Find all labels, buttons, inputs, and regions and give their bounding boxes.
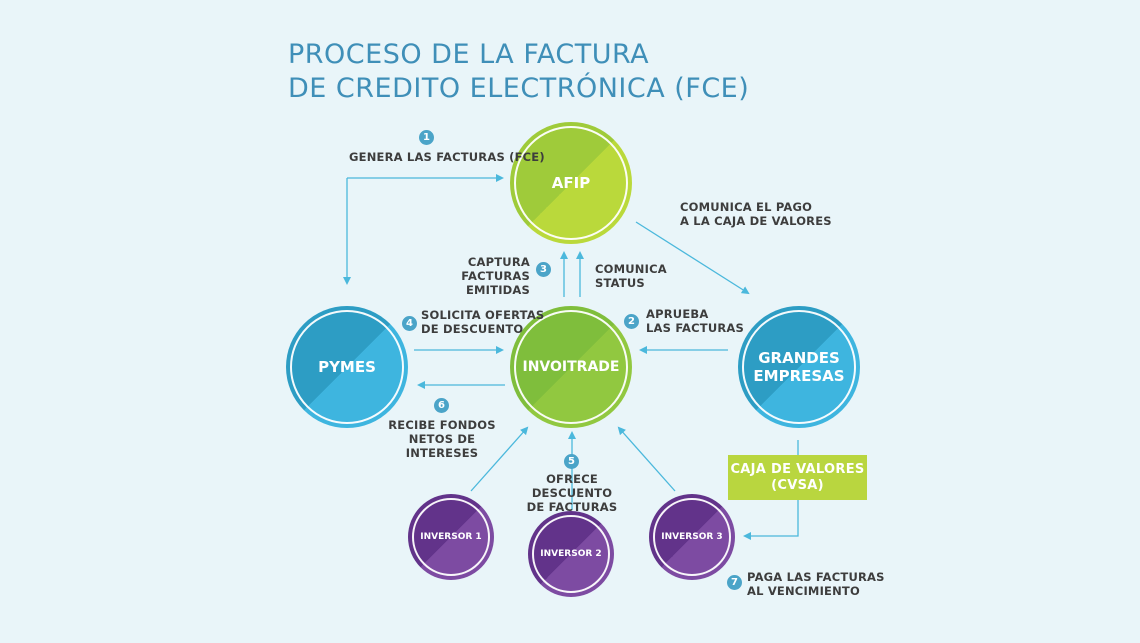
node-afip: AFIP <box>510 122 632 244</box>
caja-line-1: CAJA DE VALORES <box>730 461 865 477</box>
node-pymes-label: PYMES <box>318 358 376 376</box>
node-grandes-label: GRANDES EMPRESAS <box>753 349 844 385</box>
step-2-line-1: APRUEBA <box>646 307 709 321</box>
node-invoitrade: INVOITRADE <box>510 306 632 428</box>
step-5-line-1: OFRECE DESCUENTO <box>531 472 613 500</box>
step-3-line-2: FACTURAS EMITIDAS <box>461 269 530 297</box>
step-badge-7: 7 <box>727 575 742 590</box>
step-6-line-1: RECIBE FONDOS <box>388 418 496 432</box>
node-inversor-3: INVERSOR 3 <box>649 494 735 580</box>
step-5-line-2: DE FACTURAS <box>526 500 618 514</box>
arrow-caja-to-inversor3 <box>743 500 799 540</box>
step-badge-4: 4 <box>402 316 417 331</box>
step-7-label: PAGA LAS FACTURAS AL VENCIMIENTO <box>747 570 885 598</box>
step-badge-2: 2 <box>624 314 639 329</box>
node-afip-label: AFIP <box>551 174 591 192</box>
comunica-status-label: COMUNICA STATUS <box>595 262 667 290</box>
step-4-label: SOLICITA OFERTAS DE DESCUENTO <box>421 308 544 336</box>
step-3-line-1: CAPTURA <box>467 255 530 269</box>
comunica-pago-label: COMUNICA EL PAGO A LA CAJA DE VALORES <box>680 200 832 228</box>
arrow-inversor3 <box>617 426 676 492</box>
step-6-label: RECIBE FONDOS NETOS DE INTERESES <box>386 418 498 460</box>
step-1-line-1: GENERA LAS FACTURAS (FCE) <box>349 150 545 164</box>
step-1-label: GENERA LAS FACTURAS (FCE) <box>349 150 545 164</box>
step-4-line-1: SOLICITA OFERTAS <box>421 308 545 322</box>
arrow-comunica-pago <box>635 221 750 295</box>
step-badge-1: 1 <box>419 130 434 145</box>
title-line-2: DE CREDITO ELECTRÓNICA (FCE) <box>288 73 750 104</box>
step-2-label: APRUEBA LAS FACTURAS <box>646 307 744 335</box>
node-grandes-line-2: EMPRESAS <box>753 367 845 385</box>
step-badge-3: 3 <box>536 262 551 277</box>
step-7-line-1: PAGA LAS FACTURAS <box>747 570 885 584</box>
step-badge-5: 5 <box>564 454 579 469</box>
node-grandes-empresas: GRANDES EMPRESAS <box>738 306 860 428</box>
step-4-line-2: DE DESCUENTO <box>421 322 524 336</box>
node-inversor-3-label: INVERSOR 3 <box>661 532 723 542</box>
node-grandes-line-1: GRANDES <box>758 349 840 367</box>
node-invoitrade-label: INVOITRADE <box>522 359 620 375</box>
comunica-pago-line-1: COMUNICA EL PAGO <box>680 200 813 214</box>
step-5-label: OFRECE DESCUENTO DE FACTURAS <box>514 472 630 514</box>
comunica-pago-line-2: A LA CAJA DE VALORES <box>680 214 832 228</box>
node-inversor-2-label: INVERSOR 2 <box>540 549 602 559</box>
comunica-status-line-1: COMUNICA <box>595 262 667 276</box>
caja-label: CAJA DE VALORES (CVSA) <box>730 462 864 494</box>
step-6-line-2: NETOS DE INTERESES <box>405 432 479 460</box>
step-7-line-2: AL VENCIMIENTO <box>747 584 860 598</box>
comunica-status-line-2: STATUS <box>595 276 645 290</box>
step-3-label: CAPTURA FACTURAS EMITIDAS <box>424 255 530 297</box>
caja-line-2: (CVSA) <box>771 477 824 493</box>
step-2-line-2: LAS FACTURAS <box>646 321 745 335</box>
title-line-1: PROCESO DE LA FACTURA <box>288 39 650 70</box>
node-pymes: PYMES <box>286 306 408 428</box>
node-inversor-1-label: INVERSOR 1 <box>420 532 482 542</box>
node-inversor-1: INVERSOR 1 <box>408 494 494 580</box>
step-badge-6: 6 <box>434 398 449 413</box>
node-inversor-2: INVERSOR 2 <box>528 511 614 597</box>
arrow-inversor1 <box>470 426 529 492</box>
diagram-title: PROCESO DE LA FACTURA DE CREDITO ELECTRÓ… <box>288 38 749 106</box>
caja-de-valores-box: CAJA DE VALORES (CVSA) <box>728 455 867 500</box>
